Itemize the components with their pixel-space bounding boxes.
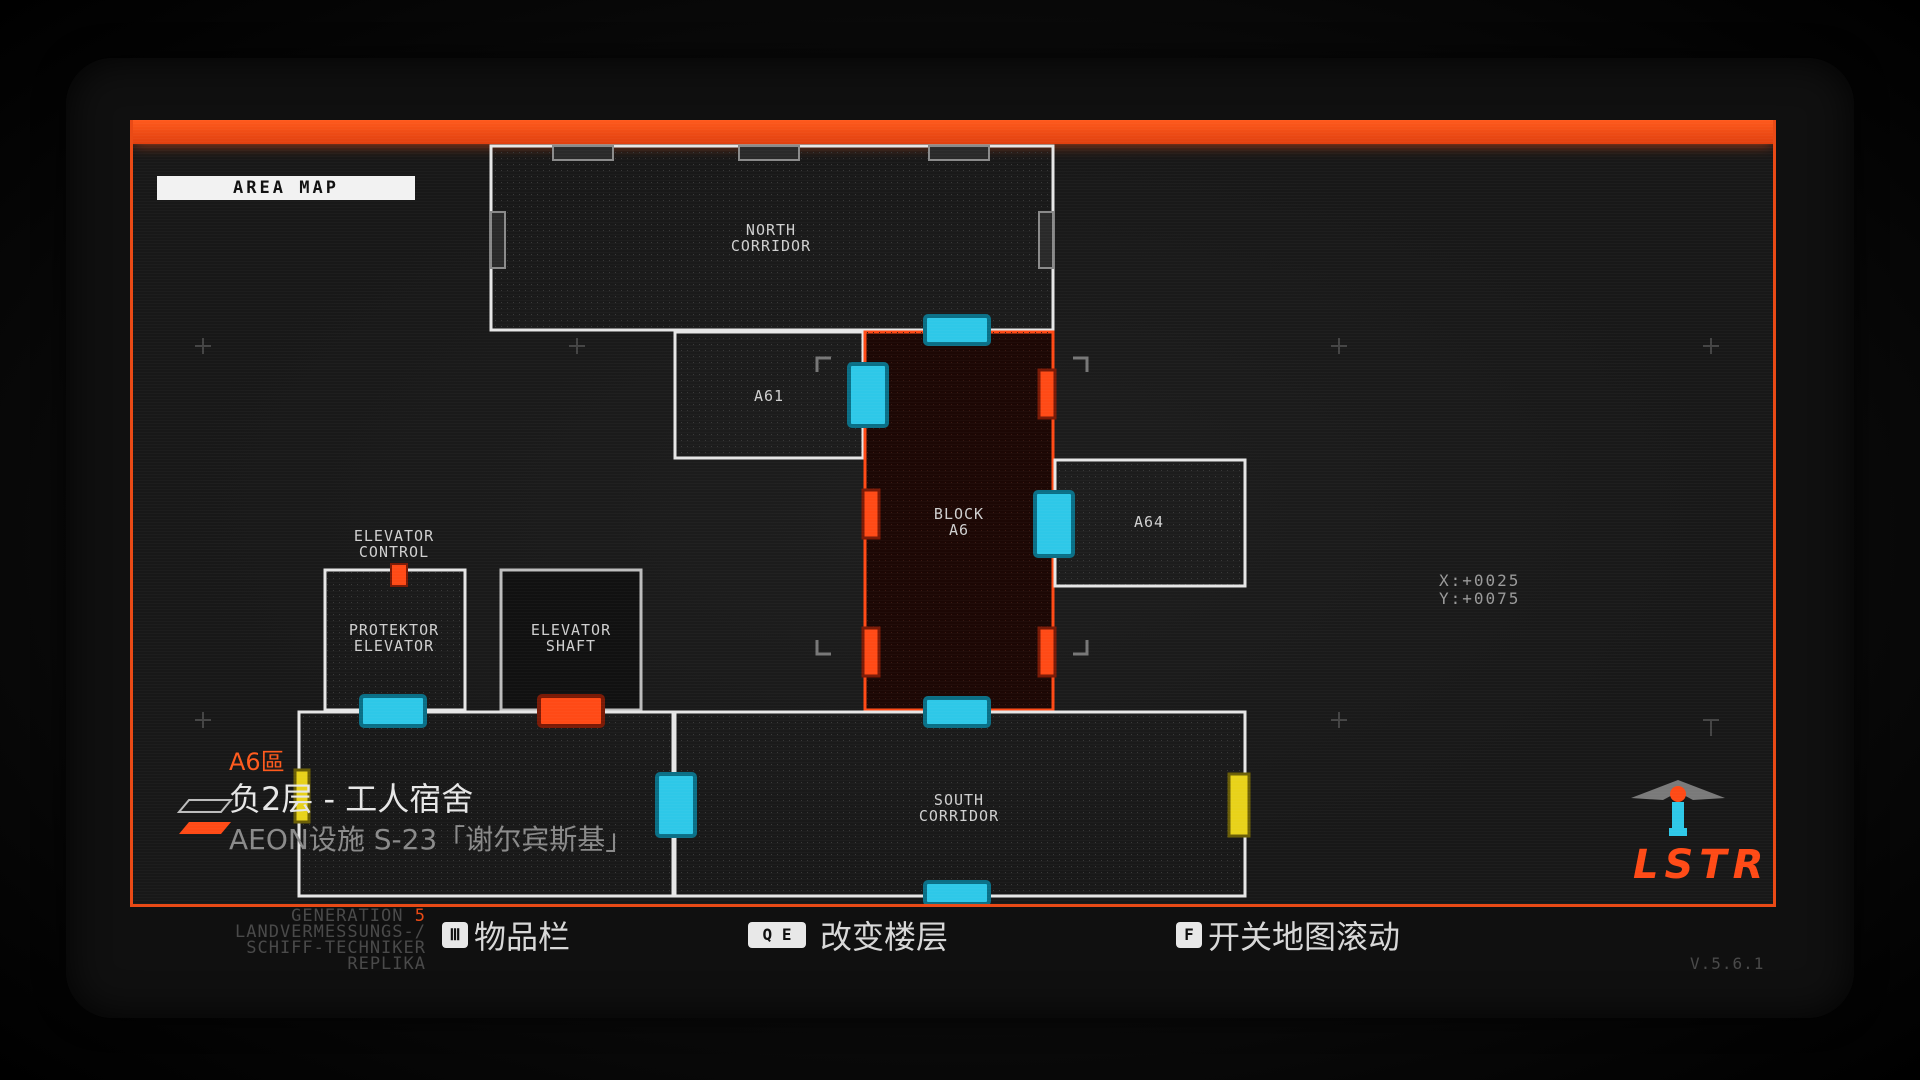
label-protektor-elevator: PROTEKTOR ELEVATOR bbox=[348, 621, 440, 655]
room-south-corridor[interactable] bbox=[673, 710, 1247, 898]
label-elevator-shaft: ELEVATOR SHAFT bbox=[530, 621, 612, 655]
location-floor: 负2层 - 工人宿舍 bbox=[229, 780, 474, 818]
hint-inventory-label: 物品栏 bbox=[474, 918, 571, 956]
hint-inventory[interactable]: Ⅲ 物品栏 bbox=[442, 912, 570, 958]
generation-line-2: LANDVERMESSUNGS-/ bbox=[235, 922, 426, 942]
door-locked[interactable] bbox=[390, 368, 1057, 728]
coord-x: X:+0025 bbox=[1439, 571, 1521, 590]
label-elevator-control: ELEVATOR CONTROL bbox=[353, 527, 435, 561]
floor-stack-icon bbox=[176, 799, 234, 834]
coord-y: Y:+0075 bbox=[1439, 589, 1521, 608]
generation-line-3: SCHIFF-TECHNIKER bbox=[246, 938, 426, 958]
generation-label: GENERATION bbox=[291, 906, 404, 926]
room-block-a6[interactable] bbox=[863, 330, 1055, 712]
brand-logo: LSTR bbox=[1633, 842, 1770, 888]
generation-number: 5 bbox=[414, 906, 426, 926]
focus-brackets bbox=[815, 356, 1089, 656]
hint-map-scroll-label: 开关地图滚动 bbox=[1208, 918, 1401, 956]
location-panel: A6區 负2层 - 工人宿舍 AEON设施 S-23「谢尔宾斯基」 bbox=[229, 738, 829, 858]
cursor-coordinates: X:+0025 Y:+0075 bbox=[1439, 572, 1520, 608]
label-north-corridor: NORTH CORRIDOR bbox=[730, 221, 812, 255]
location-facility: AEON设施 S-23「谢尔宾斯基」 bbox=[229, 823, 634, 856]
grey-doors bbox=[490, 145, 1054, 269]
room-protektor-elevator[interactable] bbox=[323, 568, 467, 712]
room-north-corridor[interactable] bbox=[489, 144, 1055, 332]
key-change-floor: Q E bbox=[748, 922, 806, 948]
location-code: A6區 bbox=[229, 748, 285, 776]
hint-change-floor[interactable]: Q E 改变楼层 bbox=[748, 912, 948, 958]
top-accent-bar bbox=[133, 120, 1773, 144]
room-west-lower[interactable] bbox=[297, 710, 675, 898]
label-block-a6: BLOCK A6 bbox=[933, 505, 985, 539]
door-open[interactable] bbox=[359, 314, 1075, 904]
label-a61: A61 bbox=[753, 387, 785, 405]
label-south-corridor: SOUTH CORRIDOR bbox=[918, 791, 1000, 825]
label-a64: A64 bbox=[1133, 513, 1165, 531]
map-screen[interactable]: AREA MAP bbox=[130, 120, 1776, 907]
key-map-scroll: F bbox=[1176, 922, 1202, 948]
hint-map-scroll[interactable]: F 开关地图滚动 bbox=[1176, 912, 1400, 958]
generation-line-4: REPLIKA bbox=[347, 954, 426, 974]
hint-change-floor-label: 改变楼层 bbox=[820, 918, 949, 956]
room-elevator-shaft[interactable] bbox=[499, 568, 643, 712]
version-number: V.5.6.1 bbox=[1690, 954, 1765, 973]
replika-generation-info: GENERATION 5 LANDVERMESSUNGS-/ SCHIFF-TE… bbox=[136, 906, 426, 974]
grid-markers bbox=[195, 338, 1719, 736]
area-map-badge: AREA MAP bbox=[157, 176, 415, 200]
door-special[interactable] bbox=[293, 768, 1251, 838]
eagle-emblem-icon bbox=[1631, 780, 1725, 836]
area-map[interactable] bbox=[133, 120, 1773, 904]
room-a64[interactable] bbox=[1053, 458, 1247, 588]
key-inventory: Ⅲ bbox=[442, 922, 468, 948]
